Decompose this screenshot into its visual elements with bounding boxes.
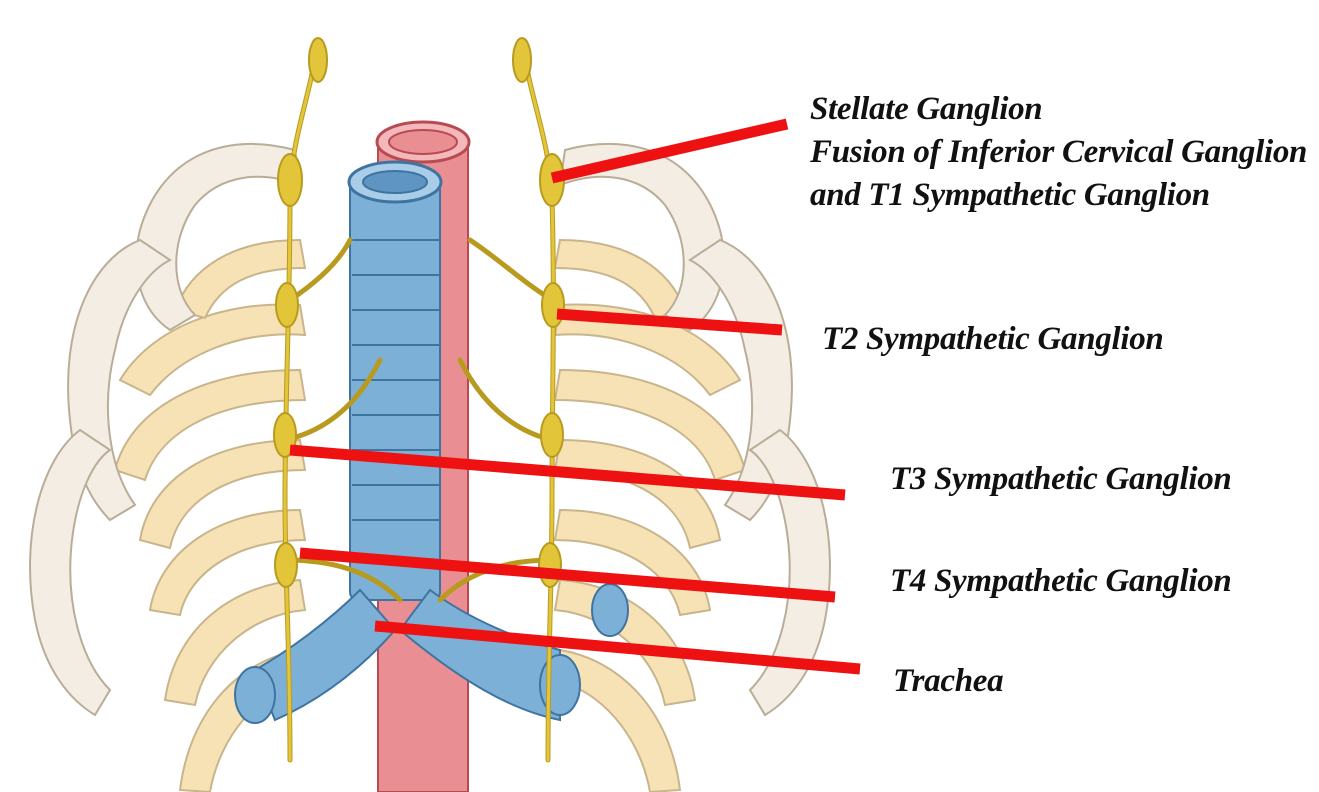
label-stellate-ganglion: Stellate Ganglion Fusion of Inferior Cer… [810, 88, 1307, 217]
label-stellate-line3: and T1 Sympathetic Ganglion [810, 174, 1307, 217]
label-t3-ganglion: T3 Sympathetic Ganglion [890, 458, 1231, 501]
label-trachea: Trachea [893, 660, 1003, 703]
label-stellate-line1: Stellate Ganglion [810, 88, 1307, 131]
label-stellate-line2: Fusion of Inferior Cervical Ganglion [810, 131, 1307, 174]
label-t2-ganglion: T2 Sympathetic Ganglion [822, 318, 1163, 361]
label-t4-ganglion: T4 Sympathetic Ganglion [890, 560, 1231, 603]
